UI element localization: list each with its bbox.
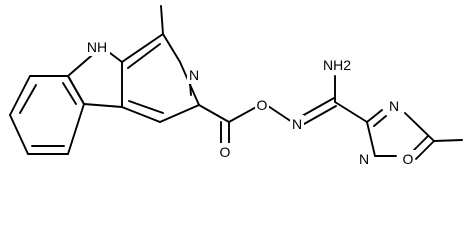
atom-label-text: O xyxy=(257,97,268,113)
bond xyxy=(162,33,181,63)
bond xyxy=(433,139,463,142)
atom-label-text: N xyxy=(389,98,399,114)
atom-label-o-oxadiazole-1: O xyxy=(401,150,415,168)
atom-label-text: O xyxy=(220,144,231,160)
bond xyxy=(121,106,161,123)
bond xyxy=(366,121,376,157)
atom-label-text: NH2 xyxy=(323,57,351,73)
bond xyxy=(334,101,368,123)
bond xyxy=(67,75,85,105)
bond xyxy=(127,43,161,69)
bond xyxy=(373,115,387,127)
bond xyxy=(366,109,383,123)
bond xyxy=(301,97,335,117)
atom-label-nh-indole: NH xyxy=(84,38,110,56)
bond xyxy=(83,103,123,108)
atom-label-text: N xyxy=(292,116,302,132)
bond xyxy=(228,105,259,123)
atom-label-nh2: NH2 xyxy=(322,55,352,75)
bond xyxy=(303,105,337,125)
bond xyxy=(128,100,164,114)
atom-label-text: N xyxy=(359,151,369,167)
atom-label-n-pyridine: N xyxy=(187,66,201,84)
bond xyxy=(121,33,164,63)
bond xyxy=(159,104,200,123)
atom-label-o-carbonyl: O xyxy=(218,143,232,161)
atom-label-text: N xyxy=(189,67,199,83)
bond xyxy=(267,105,293,123)
bond xyxy=(404,112,435,142)
bond xyxy=(160,5,164,35)
bond xyxy=(9,75,31,116)
bond xyxy=(67,103,85,155)
atom-label-n-oxadiazole-2: N xyxy=(357,150,371,168)
bonds xyxy=(9,5,463,160)
bond xyxy=(411,135,429,153)
bond xyxy=(62,82,77,105)
bond xyxy=(9,114,29,155)
atom-label-n-oxime: N xyxy=(290,115,304,133)
structure-diagram: NH N O O N NH2 N O xyxy=(9,5,463,168)
atom-label-text: O xyxy=(403,151,414,167)
atom-label-text: NH xyxy=(87,39,107,55)
bond xyxy=(198,104,230,123)
bond xyxy=(415,140,435,160)
bond xyxy=(19,84,37,114)
atom-label-n-oxadiazole-4: N xyxy=(387,97,401,115)
atom-label-o-ester: O xyxy=(255,96,269,114)
atom-labels: NH N O O N NH2 N O xyxy=(84,38,415,168)
